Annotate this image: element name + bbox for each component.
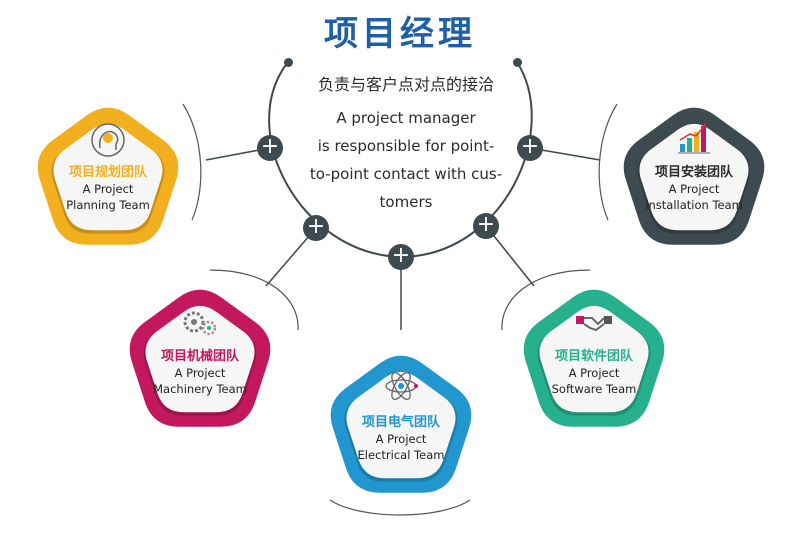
atom-icon xyxy=(385,372,418,400)
plus-icon[interactable]: + xyxy=(257,135,283,161)
handshake-icon xyxy=(576,316,612,332)
center-en-line: tomers xyxy=(379,193,433,211)
connector-dot-right xyxy=(512,57,522,67)
node-inner-shape xyxy=(53,123,163,231)
node-machinery-team: 项目机械团队 A Project Machinery Team xyxy=(120,278,280,438)
node-en-label: A Project xyxy=(668,182,720,196)
plus-icon[interactable]: + xyxy=(473,213,499,239)
node-inner-shape xyxy=(346,371,456,479)
node-en-label: Planning Team xyxy=(66,198,150,212)
center-en-line: is responsible for point- xyxy=(317,137,495,155)
node-electrical-team: 项目电气团队 A Project Electrical Team xyxy=(321,344,481,504)
node-zh-label: 项目规划团队 xyxy=(68,165,147,180)
node-zh-label: 项目软件团队 xyxy=(554,349,633,364)
node-zh-label: 项目机械团队 xyxy=(160,349,239,364)
node-en-label: Electrical Team xyxy=(357,448,445,462)
page-title: 项目经理 xyxy=(324,14,476,54)
node-en-label: A Project xyxy=(375,432,427,446)
plus-icon[interactable]: + xyxy=(517,135,543,161)
node-inner-shape xyxy=(145,305,255,413)
node-inner-shape xyxy=(639,123,749,231)
plus-icon[interactable]: + xyxy=(388,244,414,270)
node-en-label: Software Team xyxy=(551,382,637,396)
node-en-label: Machinery Team xyxy=(153,382,247,396)
node-planning-team: 项目规划团队 A Project Planning Team xyxy=(28,96,188,256)
connector-dot-left xyxy=(283,57,293,67)
bar-chart-icon xyxy=(678,123,710,154)
node-en-label: Installation Team xyxy=(645,198,743,212)
node-software-team: 项目软件团队 A Project Software Team xyxy=(514,278,674,438)
node-installation-team: 项目安装团队 A Project Installation Team xyxy=(614,96,774,256)
plus-icon[interactable]: + xyxy=(303,215,329,241)
node-inner-shape xyxy=(539,305,649,413)
node-zh-label: 项目电气团队 xyxy=(361,415,440,430)
center-en-line: A project manager xyxy=(336,109,476,127)
node-zh-label: 项目安装团队 xyxy=(654,165,733,180)
gears-icon xyxy=(183,311,217,336)
center-description: 负责与客户点对点的接洽 A project manager is respons… xyxy=(290,72,522,216)
center-zh-text: 负责与客户点对点的接洽 xyxy=(317,75,494,94)
center-en-line: to-point contact with cus- xyxy=(309,165,503,183)
node-en-label: A Project xyxy=(82,182,134,196)
node-en-label: A Project xyxy=(174,366,226,380)
brain-head-icon xyxy=(91,123,125,157)
node-en-label: A Project xyxy=(568,366,620,380)
